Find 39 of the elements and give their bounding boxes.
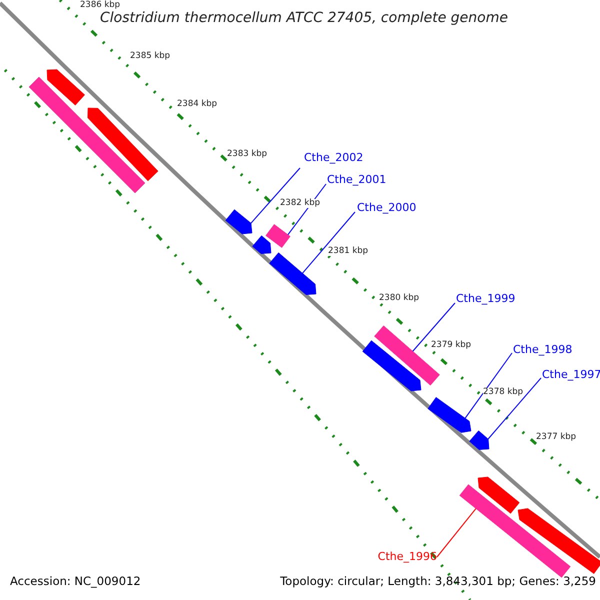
map-info: Accession: NC_009012: [10, 575, 141, 588]
scale-label: 2386 kbp: [80, 1, 120, 10]
gene-label: Cthe_1998: [513, 344, 572, 356]
gene-feature: [459, 484, 571, 578]
scale-label: 2380 kbp: [379, 294, 420, 304]
leader-line: [464, 352, 512, 419]
leader-line: [488, 378, 542, 440]
gene-feature: [28, 76, 146, 194]
gene-feature: [478, 476, 520, 514]
scale-label: 2377 kbp: [536, 433, 576, 442]
gene-feature: [428, 397, 472, 433]
gene-label: Cthe_2001: [327, 174, 386, 186]
scale-label: 2383 kbp: [227, 150, 268, 160]
gene-label: Cthe_1997: [542, 369, 600, 382]
gene-feature: [362, 340, 422, 392]
map-title: Clostridium thermocellum ATCC 27405, complete genome: [100, 11, 508, 26]
scale-label: 2385 kbp: [130, 52, 170, 62]
scale-label: 2384 kbp: [177, 100, 218, 110]
gene-label: Cthe_1999: [456, 293, 516, 306]
leader-line: [412, 302, 456, 352]
gene-feature: [469, 430, 490, 450]
gene-feature: [269, 252, 316, 295]
gene-feature: [225, 209, 252, 234]
leader-line: [302, 212, 356, 274]
gene-feature: [46, 69, 85, 106]
gene-feature: [266, 224, 290, 248]
scale-label: 2378 kbp: [483, 388, 524, 398]
gene-label: Cthe_1996: [378, 551, 437, 564]
scale-label: 2381 kbp: [328, 247, 368, 256]
gene-label: Cthe_2002: [304, 152, 364, 164]
leader-line: [436, 508, 476, 558]
leader-line: [250, 168, 300, 224]
gene-feature: [88, 108, 158, 182]
gene-feature: [518, 508, 600, 574]
gene-feature: [252, 235, 272, 254]
gene-label: Cthe_2000: [357, 202, 416, 214]
scale-label: 2382 kbp: [280, 199, 320, 208]
map-info: Topology: circular; Length: 3,843,301 bp; Genes: 3,259: [280, 575, 596, 588]
scale-label: 2379 kbp: [431, 341, 472, 350]
